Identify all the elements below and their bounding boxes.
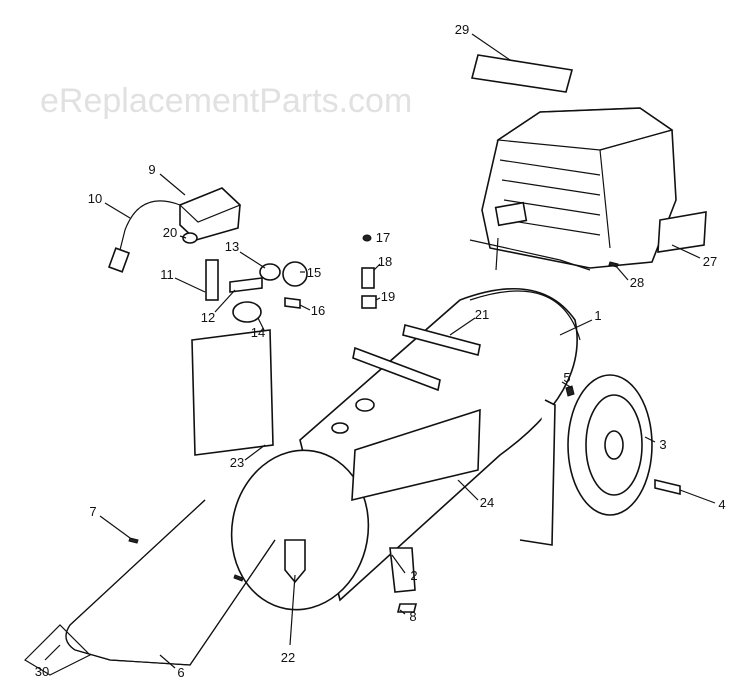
label-11: 11 [160,267,174,282]
label-17: 17 [376,230,390,245]
axle-bracket [519,399,556,546]
label-2: 2 [410,568,417,583]
leader-lines [44,33,716,669]
handle-30 [24,499,276,676]
fittings [128,232,619,582]
label-13: 13 [225,239,239,254]
decal-22 [284,539,306,584]
decal-23 [191,329,274,456]
label-23: 23 [230,455,244,470]
label-29: 29 [455,22,469,37]
label-27: 27 [703,254,717,269]
bracket-21 [352,324,481,392]
label-9: 9 [148,162,155,177]
decal-29 [471,54,574,93]
label-4: 4 [718,497,725,512]
label-12: 12 [201,310,215,325]
nut-5 [565,385,575,397]
label-6: 6 [177,665,184,680]
label-28: 28 [630,275,644,290]
label-21: 21 [475,307,489,322]
label-19: 19 [381,289,395,304]
label-22: 22 [281,650,295,665]
watermark: eReplacementParts.com [40,82,412,120]
wheel-3 [567,374,653,516]
label-1: 1 [594,308,601,323]
label-3: 3 [659,437,666,452]
pad-8 [396,603,418,613]
label-18: 18 [378,254,392,269]
pressure-switch-9 [107,187,242,273]
label-5: 5 [563,370,570,385]
plug-10 [107,247,131,273]
label-14: 14 [251,325,265,340]
label-30: 30 [35,664,49,679]
label-15: 15 [307,265,321,280]
label-16: 16 [311,303,325,318]
axle-4 [654,478,681,496]
label-10: 10 [88,191,102,206]
label-20: 20 [163,225,177,240]
decal-27 [657,211,707,253]
label-24: 24 [480,495,494,510]
decal-24 [351,408,481,502]
label-8: 8 [409,609,416,624]
label-7: 7 [89,504,96,519]
air-tank [230,288,581,613]
motor-shroud [469,107,677,271]
part-labels: 29 9 10 20 13 17 18 15 11 19 16 12 21 1 … [35,22,726,680]
